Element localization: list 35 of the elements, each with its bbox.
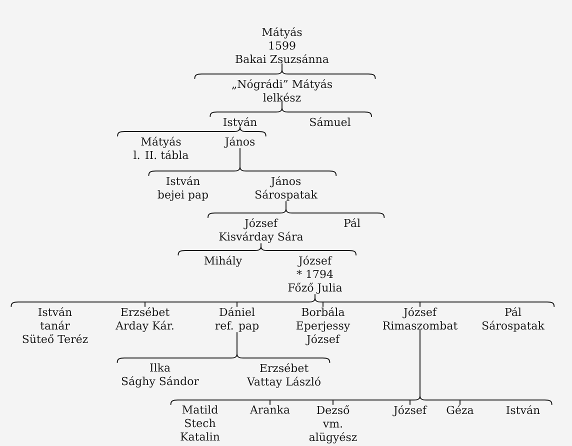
person-entry: István	[223, 117, 257, 126]
person-entry: Pál Sárospatak	[482, 307, 544, 332]
person-entry: József Kisvárday Sára	[219, 218, 303, 243]
person-entry: János	[224, 136, 255, 148]
person-entry: Mátyás 1599 Bakai Zsuzsánna	[236, 27, 329, 64]
person-entry: Mátyás l. II. tábla	[134, 136, 188, 160]
person-entry: József * 1794 Főző Julia	[288, 256, 342, 294]
person-entry: Mihály	[204, 256, 242, 267]
person-entry: Erzsébet Arday Kár.	[116, 307, 174, 332]
brace-connector	[148, 148, 337, 176]
person-entry: Dezső vm. alügyész	[309, 405, 357, 444]
brace-connector	[10, 294, 555, 307]
person-entry: István bejei pap	[158, 176, 208, 201]
person-entry: Borbála Eperjessy József	[296, 307, 350, 346]
brace-connector	[194, 63, 376, 79]
person-entry: Dániel ref. pap	[215, 307, 259, 332]
brace-connector	[170, 330, 552, 405]
person-entry: Pál	[344, 218, 360, 228]
person-entry: János Sárospatak	[256, 176, 318, 201]
brace-connector	[208, 200, 385, 218]
brace-connector	[117, 126, 266, 136]
person-entry: Ilka Sághy Sándor	[122, 363, 199, 388]
brace-connector	[178, 243, 357, 256]
brace-connector	[210, 102, 372, 117]
person-entry: István tanár Süteő Teréz	[22, 307, 88, 344]
person-entry: József Rimaszombat	[382, 307, 458, 330]
person-entry: Géza	[446, 405, 474, 414]
person-entry: István	[506, 405, 540, 414]
person-entry: József	[392, 405, 428, 416]
person-entry: Erzsébet Vattay László	[246, 363, 320, 388]
person-entry: Sámuel	[310, 117, 350, 126]
person-entry: Aranka	[250, 405, 290, 414]
person-entry: Matild Stech Katalin	[180, 405, 220, 441]
brace-connector	[116, 332, 330, 363]
person-entry: „Nógrádi” Mátyás lelkész	[232, 79, 332, 102]
